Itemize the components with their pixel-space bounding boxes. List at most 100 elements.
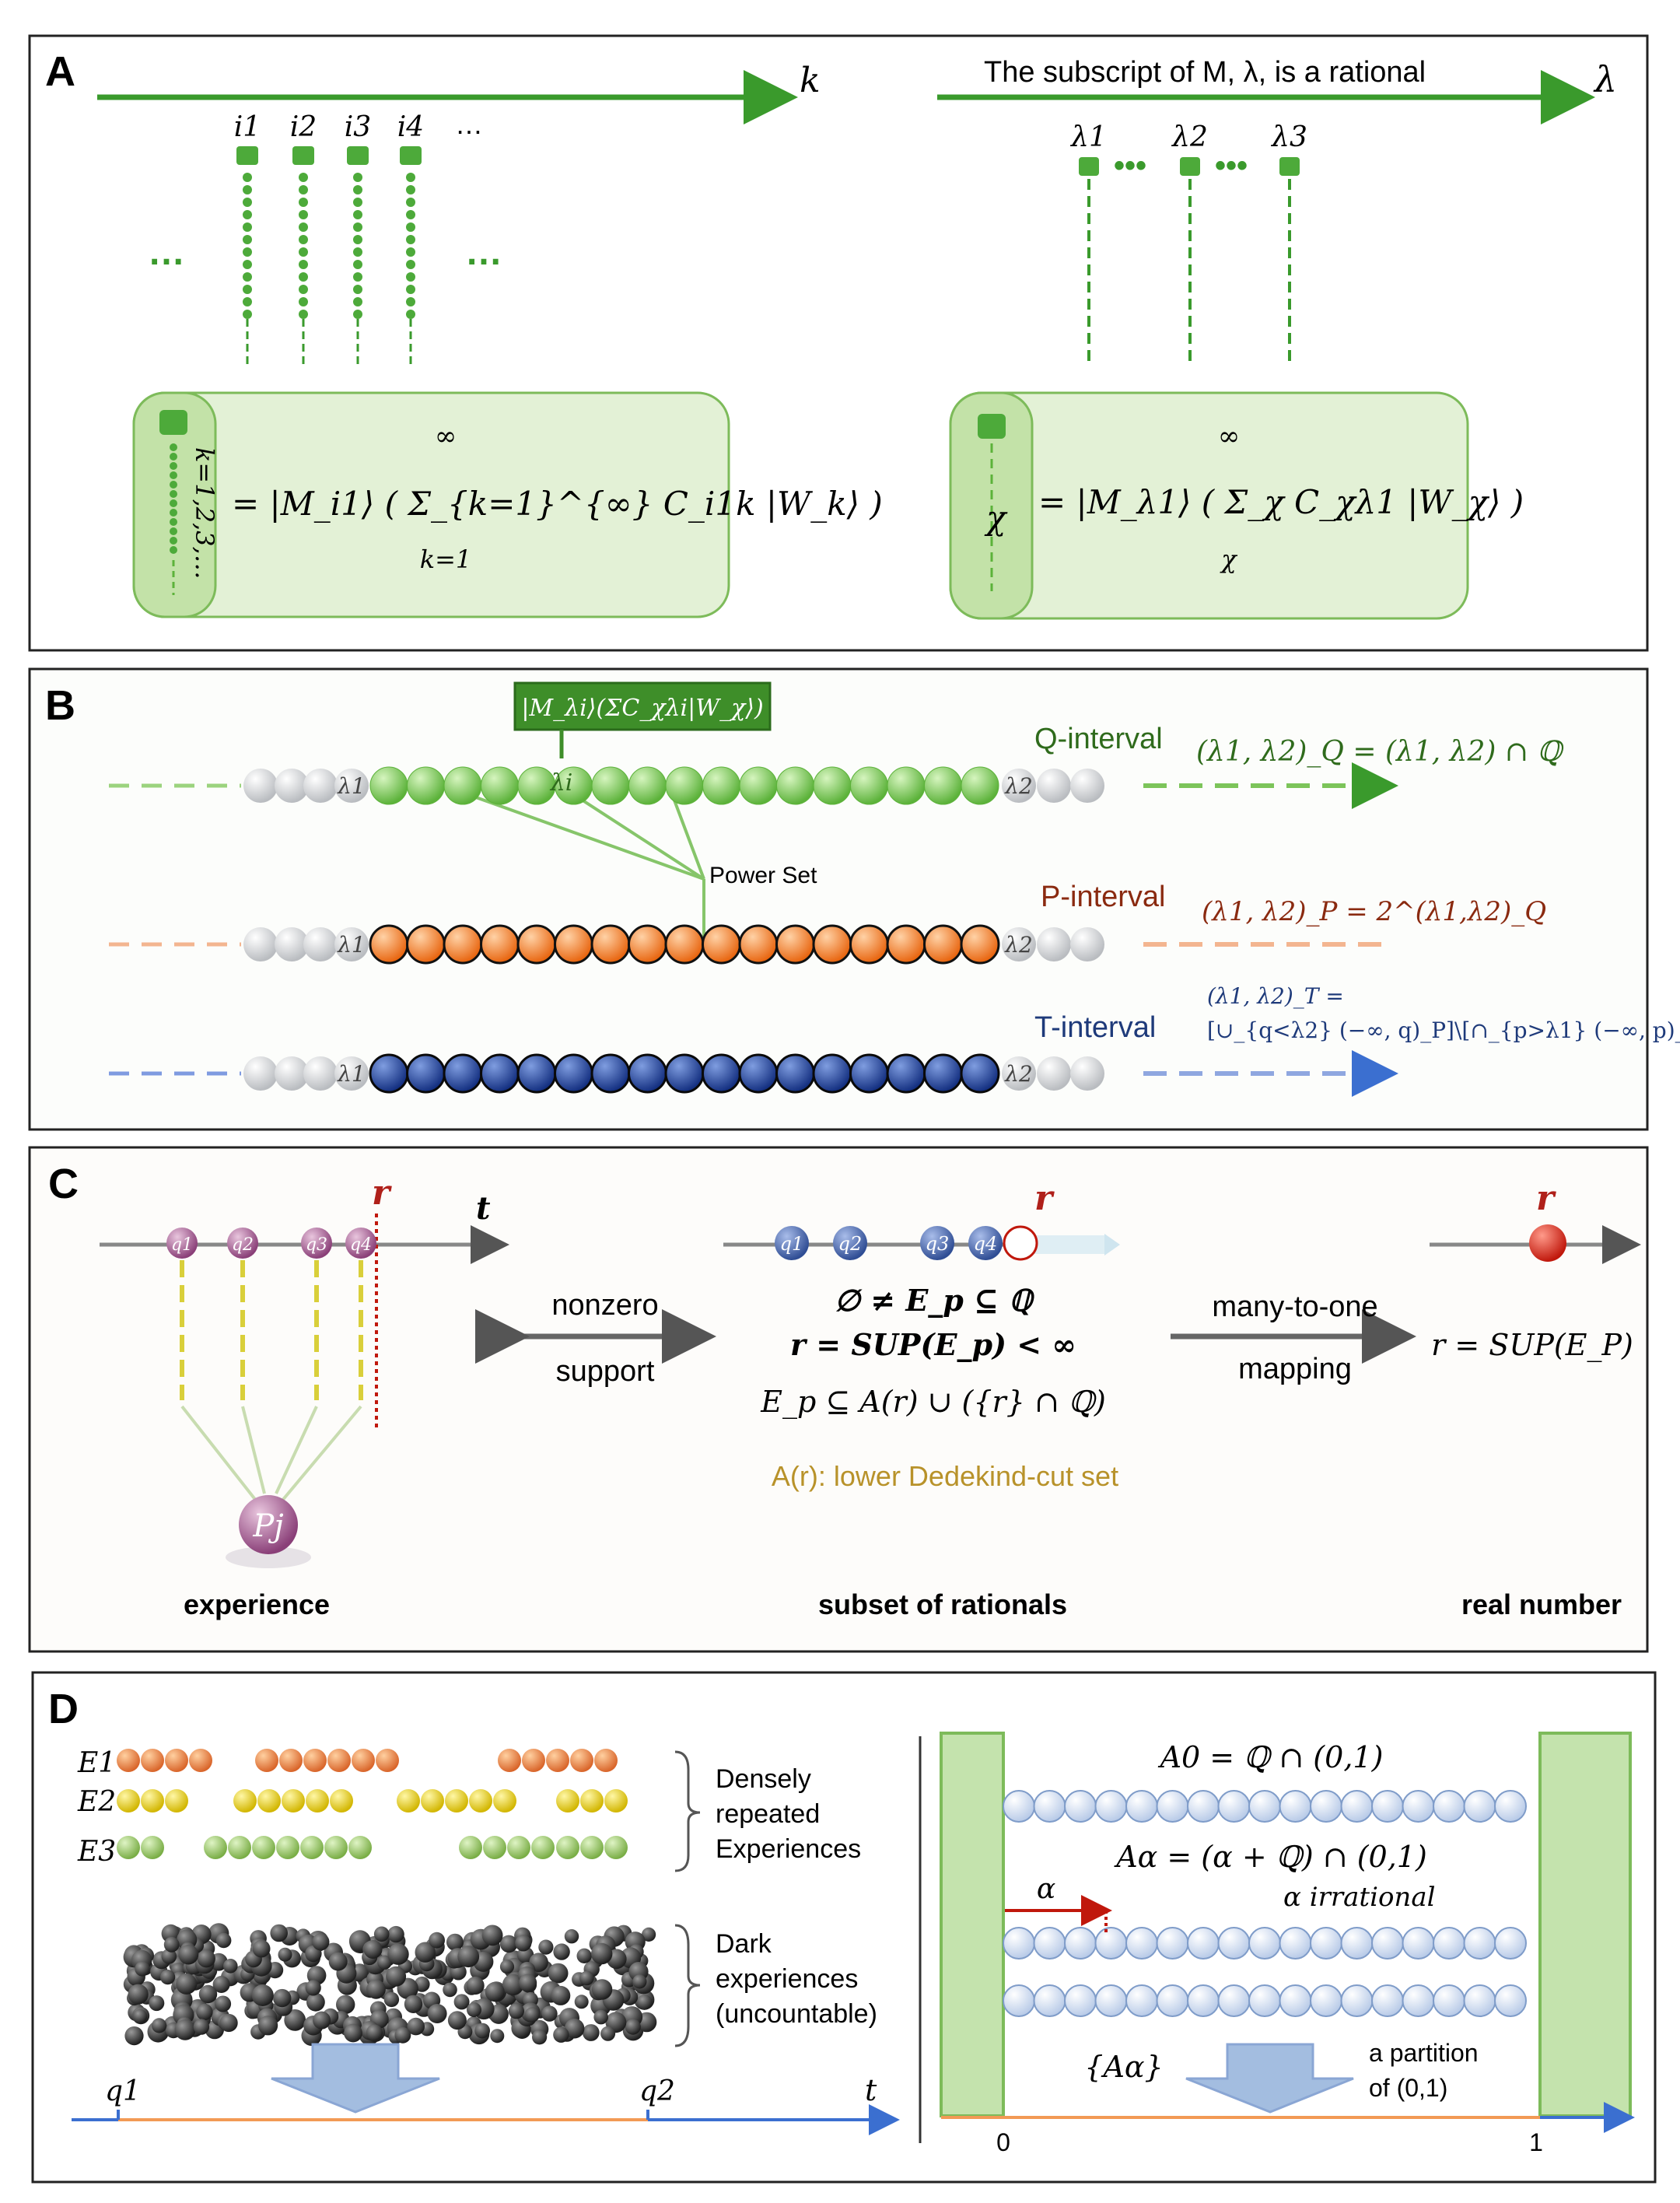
left-vertical-k: k=1,2,3,… — [190, 447, 219, 580]
i-column-1 — [236, 146, 258, 366]
i-column-4 — [400, 146, 422, 366]
t-lambda2: λ2 — [1004, 1061, 1033, 1087]
partition-row-3 — [1003, 1984, 1527, 2017]
c-mapping: mapping — [1238, 1353, 1352, 1385]
p-lambda2: λ2 — [1004, 932, 1033, 958]
c-eq4: A(r): lower Dedekind-cut set — [772, 1460, 1118, 1492]
svg-text:•••: ••• — [1215, 149, 1248, 183]
tag-box — [513, 681, 772, 731]
c-nonzero: nonzero — [551, 1289, 658, 1322]
dark-experiences-cloud — [123, 1923, 657, 2046]
e3-label: E3 — [77, 1836, 116, 1868]
c-converge-lines — [180, 1405, 362, 1503]
alpha-label: α — [1037, 1873, 1055, 1905]
lambda-columns: ••• ••• — [1079, 149, 1300, 364]
c-q2: q2 — [232, 1235, 254, 1255]
dense-line-3: Experiences — [716, 1834, 861, 1864]
i-column-2 — [292, 146, 314, 366]
aalpha-label: Aα = (α + ℚ) ∩ (0,1) — [1114, 1840, 1427, 1874]
c-real-bead — [1529, 1224, 1566, 1262]
experience-row-3 — [117, 1836, 628, 1859]
lambda-i-label: λi — [550, 769, 573, 797]
family-label: {Aα} — [1084, 2050, 1163, 2084]
dense-line-1: Densely — [716, 1764, 811, 1794]
c-eq-right: r = SUP(E_P) — [1431, 1328, 1633, 1363]
c-eq3: E_p ⊆ A(r) ∪ ({r} ∩ ℚ) — [760, 1385, 1106, 1420]
right-formula: = |M_λ1⟩ ( Σ_χ C_χλ1 |W_χ⟩ ) — [1038, 483, 1524, 521]
partition-row-1 — [1003, 1790, 1527, 1823]
partition-bead-rows — [1003, 1790, 1527, 2017]
q-interval-row: λ1 λ2 — [243, 766, 1104, 805]
q-lambda2: λ2 — [1004, 773, 1033, 799]
dense-line-2: repeated — [716, 1799, 820, 1829]
c-real-number: real number — [1461, 1588, 1622, 1620]
d-t: t — [865, 2073, 877, 2107]
dark-line-2: experiences — [716, 1964, 858, 1994]
c-mid-q3: q3 — [926, 1233, 950, 1255]
c-q4: q4 — [350, 1235, 372, 1255]
e2-label: E2 — [77, 1786, 116, 1818]
right-sum-top: ∞ — [1218, 421, 1240, 452]
c-q3: q3 — [306, 1235, 327, 1255]
panel-d: D E1 E2 E3 Densely repeated Experiences … — [31, 1671, 1657, 2184]
c-mid-q1: q1 — [780, 1233, 804, 1255]
i1-label: i1 — [234, 111, 261, 143]
q-interval-label: Q-interval — [1034, 723, 1163, 755]
right-wall — [1538, 1732, 1632, 2117]
i-more-ellipsis: … — [455, 108, 483, 140]
experience-bead-rows — [117, 1749, 628, 1859]
alpha-irrational-label: α irrational — [1283, 1882, 1435, 1913]
pj-bead — [239, 1495, 298, 1554]
right-chi: χ — [984, 499, 1008, 537]
i2-label: i2 — [290, 111, 317, 143]
panel-a: A k i1 i2 i3 i4 … … … The subscript of M… — [28, 34, 1649, 652]
left-formula: = |M_i1⟩ ( Σ_{k=1}^{∞} C_i1k |W_k⟩ ) — [232, 485, 883, 523]
c-left-beads — [166, 1228, 376, 1259]
c-pj: Pj — [252, 1508, 283, 1544]
e1-label: E1 — [77, 1747, 116, 1779]
i-columns — [236, 146, 422, 366]
tag-text: |M_λi⟩(ΣC_χλi|W_χ⟩) — [521, 695, 763, 722]
c-mid-r: r — [1034, 1179, 1055, 1218]
one-label: 1 — [1529, 2128, 1543, 2156]
lambda3-label: λ3 — [1270, 121, 1307, 153]
q-interval-formula: (λ1, λ2)_Q = (λ1, λ2) ∩ ℚ — [1196, 736, 1564, 768]
c-middle-beads — [775, 1225, 1038, 1261]
panel-a-label: A — [45, 48, 75, 95]
k-axis-label: k — [800, 61, 821, 100]
q-lambda1: λ1 — [337, 773, 366, 799]
experience-row-2 — [117, 1789, 628, 1812]
experience-row-1 — [117, 1749, 618, 1772]
panel-d-label: D — [48, 1686, 79, 1732]
c-eq1: ∅ ≠ E_p ⊆ ℚ — [835, 1283, 1035, 1318]
t-interval-label: T-interval — [1034, 1011, 1156, 1044]
t-interval-formula-2: [∪_{q<λ2} (−∞, q)_P]\[∩_{p>λ1} (−∞, p)_P… — [1207, 1017, 1680, 1043]
c-many-to-one: many-to-one — [1212, 1291, 1377, 1323]
dark-line-1: Dark — [716, 1929, 772, 1959]
svg-text:•••: ••• — [1114, 149, 1146, 183]
partition-row-2 — [1003, 1927, 1527, 1960]
partition-line-1: a partition — [1369, 2039, 1479, 2067]
lambda1-label: λ1 — [1069, 121, 1107, 153]
c-q1: q1 — [171, 1235, 193, 1255]
c-experience: experience — [184, 1588, 330, 1620]
c-mid-q4: q4 — [974, 1233, 998, 1255]
lambda-axis-label: λ — [1593, 58, 1617, 100]
c-left-t: t — [476, 1190, 491, 1227]
i-column-3 — [347, 146, 369, 366]
panel-b-label: B — [45, 682, 75, 729]
left-formula-box: k=1,2,3,… = |M_i1⟩ ( Σ_{k=1}^{∞} C_i1k |… — [132, 391, 883, 618]
c-left-r: r — [372, 1173, 392, 1213]
t-interval-formula-1: (λ1, λ2)_T = — [1207, 983, 1344, 1009]
a0-label: A0 = ℚ ∩ (0,1) — [1158, 1740, 1384, 1774]
zero-label: 0 — [996, 2128, 1010, 2156]
left-dots-2: … — [465, 232, 502, 273]
partition-line-2: of (0,1) — [1369, 2074, 1447, 2102]
d-q1: q1 — [105, 2075, 141, 2107]
dark-line-3: (uncountable) — [716, 1999, 877, 2029]
right-down-arrow — [1185, 2043, 1354, 2114]
left-dots-1: … — [148, 232, 185, 273]
left-down-arrow — [271, 2043, 440, 2114]
